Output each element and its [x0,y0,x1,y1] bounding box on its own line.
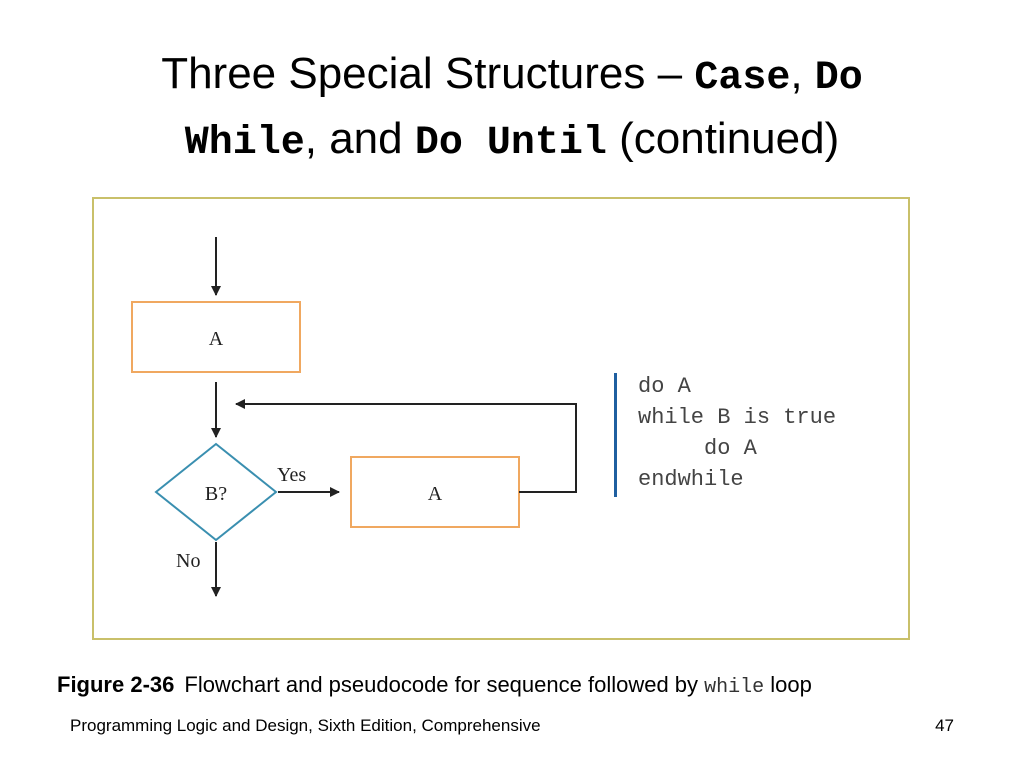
no-label: No [176,550,200,572]
pseudocode-line: do A [638,374,691,399]
caption-text: Flowchart and pseudocode for sequence fo… [184,672,705,697]
process-a-top-label: A [209,328,224,350]
caption-code-word: while [704,676,765,699]
flowchart: A B? Yes A No [131,237,577,597]
title-text: Three Special Structures – [161,49,695,98]
figure-frame: A B? Yes A No do A while B is true do A en… [92,197,910,640]
slide-title: Three Special Structures – Case, Do Whil… [0,44,1024,174]
yes-label: Yes [277,464,306,486]
figure-number: Figure 2-36 [57,672,175,697]
decision-label: B? [205,483,227,505]
process-a-loop-label: A [428,483,443,505]
pseudocode-bar [614,373,617,497]
process-box-a-loop [350,456,520,528]
title-keyword-do-until: Do Until [414,121,607,166]
caption-text-end: loop [764,672,812,697]
decision-diamond [154,442,278,542]
title-continued: (continued) [606,114,840,163]
footer-text: Programming Logic and Design, Sixth Edit… [70,716,541,735]
figure-caption: Figure 2-36 Flowchart and pseudocode for … [57,672,812,699]
pseudocode-block: do A while B is true do A endwhile [638,371,836,495]
process-box-a-top [131,301,301,373]
title-keyword-do: Do [814,56,863,101]
title-keyword-while: While [184,121,305,166]
pseudocode-line: endwhile [638,467,744,492]
title-and: , and [304,114,415,163]
title-keyword-case: Case [694,56,791,101]
pseudocode-line: while B is true [638,405,837,430]
pseudocode-line: do A [638,436,757,461]
title-separator: , [790,49,815,98]
page-number: 47 [935,716,954,735]
loop-back-arrow [235,399,577,493]
